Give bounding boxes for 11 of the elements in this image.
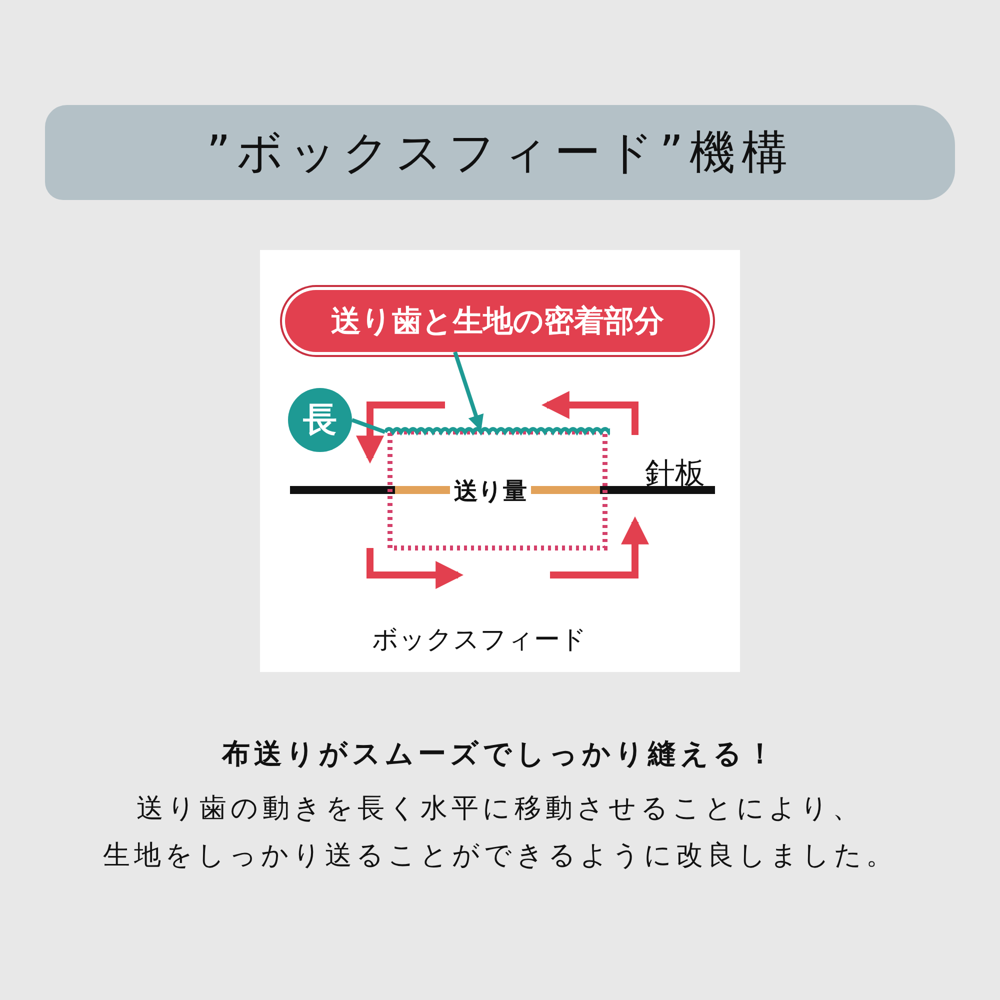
title-text: ”ボックスフィード”機構 — [206, 124, 794, 180]
length-circle-badge: 長 — [288, 388, 352, 452]
leader-line — [351, 418, 386, 434]
feed-dog-contact-line — [385, 426, 610, 438]
body-paragraph: 送り歯の動きを長く水平に移動させることにより、生地をしっかり送ることができるように改良しました。 — [102, 792, 898, 873]
caption-text: ボックスフィード — [372, 624, 587, 657]
callout-pill: 送り歯と生地の密着部分 — [285, 290, 710, 352]
leader-arrow — [453, 351, 484, 432]
needle-plate-label: 針板 — [645, 455, 705, 493]
heading-text: 布送りがスムーズでしっかり縫える！ — [220, 736, 779, 772]
feed-amount-label: 送り量 — [450, 478, 531, 504]
